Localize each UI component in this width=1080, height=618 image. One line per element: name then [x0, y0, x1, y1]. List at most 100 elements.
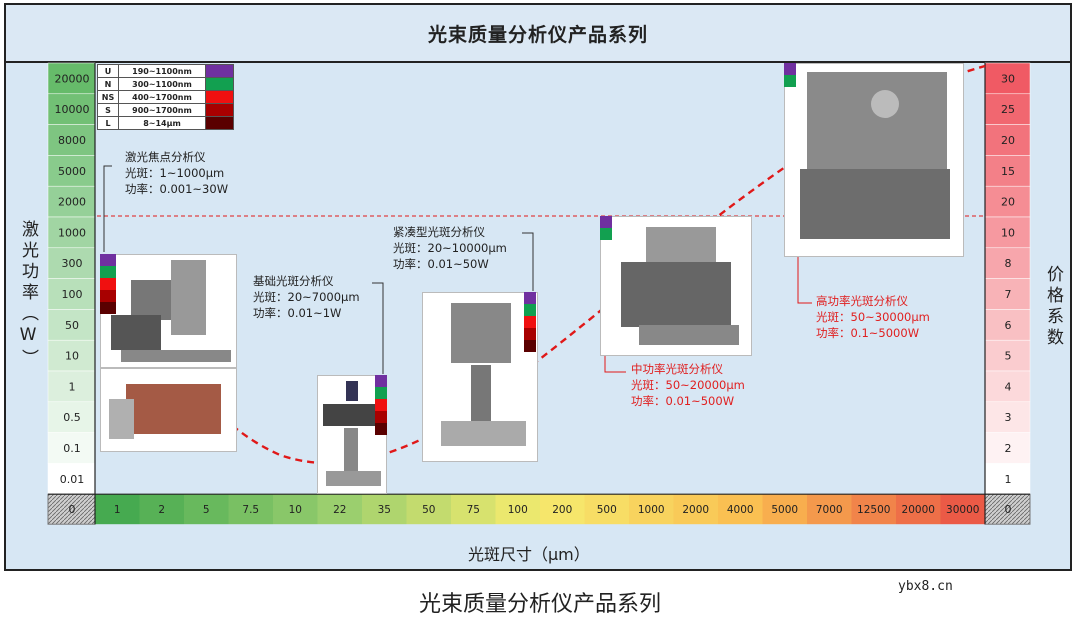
x-axis-tick: 50: [422, 504, 435, 516]
x-axis-cell: [629, 494, 674, 525]
x-axis-cell: [95, 494, 140, 525]
right-axis-tick: 10: [1001, 226, 1015, 239]
product-name: 基础光斑分析仪: [253, 274, 334, 288]
legend-code: L: [97, 116, 119, 130]
left-axis-tick: 2000: [58, 196, 86, 209]
product-spot: 光斑：20~10000μm: [393, 241, 507, 255]
left-axis-cell: [47, 370, 96, 403]
legend-swatch: [205, 116, 234, 130]
wavelength-strip-mid: [600, 216, 612, 240]
x-axis-cell: [139, 494, 184, 525]
left-axis-cell: [47, 155, 96, 187]
wavelength-strip-compact: [524, 292, 536, 352]
left-axis-tick: 1000: [58, 226, 86, 239]
x-axis-tick: 500: [597, 504, 617, 516]
right-axis-cell: [984, 401, 1031, 433]
right-axis-tick: 2: [1005, 442, 1012, 455]
x-axis-cell: [495, 494, 540, 525]
x-axis-tick: 12500: [857, 504, 890, 516]
left-axis-tick: 0.5: [63, 411, 81, 424]
left-axis-cell: [47, 309, 96, 341]
watermark: ybx8.cn: [898, 579, 953, 594]
x-axis-cell: [896, 494, 941, 525]
legend-range: 190~1100nm: [118, 64, 206, 78]
x-axis-tick: 35: [378, 504, 391, 516]
right-axis-cell: [984, 432, 1031, 464]
x-axis-tick: 2: [158, 504, 165, 516]
left-axis-tick: 50: [65, 319, 79, 332]
x-axis-tick: 75: [467, 504, 480, 516]
left-axis-cell: [47, 339, 96, 372]
left-axis-tick: 8000: [58, 134, 86, 147]
left-axis-tick: 0.01: [60, 473, 85, 486]
legend-code: U: [97, 64, 119, 78]
x-axis-tick: 20000: [902, 504, 935, 516]
product-spot: 光斑：20~7000μm: [253, 290, 360, 304]
right-axis-cell: [984, 62, 1031, 95]
product-power: 功率：0.01~50W: [393, 257, 489, 271]
x-axis-tick: 7000: [816, 504, 843, 516]
right-axis-cell: [984, 463, 1031, 495]
x-axis-cell: [406, 494, 451, 525]
legend-swatch: [205, 90, 234, 104]
right-axis-tick: 6: [1005, 319, 1012, 332]
right-axis-cell: [984, 185, 1031, 218]
left-axis-cell: [47, 278, 96, 310]
product-name: 高功率光斑分析仪: [816, 294, 908, 308]
product-spot: 光斑：50~20000μm: [631, 378, 745, 392]
y-left-axis-label: 激光功率（W）: [18, 220, 38, 370]
right-axis-tick: 30: [1001, 72, 1015, 85]
product-annotation-focus: 激光焦点分析仪 光斑：1~1000μm 功率：0.001~30W: [125, 149, 228, 197]
x-axis-tick: 22: [333, 504, 346, 516]
x-axis-tick: 7.5: [242, 504, 259, 516]
left-axis-tick: 10: [65, 350, 79, 363]
left-axis-tick: 10000: [55, 103, 90, 116]
x-axis-cell: [362, 494, 407, 525]
product-annotation-high: 高功率光斑分析仪 光斑：50~30000μm 功率：0.1~5000W: [816, 293, 930, 341]
product-image-high-power-analyzer: [784, 63, 964, 257]
legend-range: 400~1700nm: [118, 90, 206, 104]
left-axis-cell: [47, 185, 96, 218]
corner-right-label: 0: [1005, 503, 1012, 516]
left-axis-tick: 1: [69, 380, 76, 393]
left-axis-cell: [47, 247, 96, 279]
x-axis-tick: 100: [508, 504, 528, 516]
legend-range: 900~1700nm: [118, 103, 206, 117]
x-axis-cell: [228, 494, 273, 525]
product-spot: 光斑：50~30000μm: [816, 310, 930, 324]
product-annotation-mid: 中功率光斑分析仪 光斑：50~20000μm 功率：0.01~500W: [631, 361, 745, 409]
wavelength-strip-basic: [375, 375, 387, 435]
left-axis-cell: [47, 463, 96, 495]
left-axis-tick: 300: [62, 257, 83, 270]
right-axis-tick: 25: [1001, 103, 1015, 116]
x-axis-cell: [540, 494, 585, 525]
product-name: 紧凑型光斑分析仪: [393, 225, 485, 239]
left-axis-cell: [47, 93, 96, 125]
product-power: 功率：0.1~5000W: [816, 326, 920, 340]
wavelength-strip-focus: [100, 254, 116, 314]
product-annotation-compact: 紧凑型光斑分析仪 光斑：20~10000μm 功率：0.01~50W: [393, 224, 507, 272]
x-axis-cell: [807, 494, 852, 525]
x-axis-tick: 10: [289, 504, 302, 516]
product-annotation-basic: 基础光斑分析仪 光斑：20~7000μm 功率：0.01~1W: [253, 273, 360, 321]
right-axis-tick: 5: [1005, 350, 1012, 363]
x-axis-tick: 1000: [638, 504, 665, 516]
x-axis-cell: [584, 494, 629, 525]
legend-swatch: [205, 103, 234, 117]
right-axis-tick: 1: [1005, 473, 1012, 486]
chart-title: 光束质量分析仪产品系列: [6, 5, 1070, 63]
x-axis-cell: [940, 494, 985, 525]
left-axis-tick: 100: [62, 288, 83, 301]
product-image-focus-analyzer-1: [100, 254, 237, 368]
product-image-compact-analyzer: [422, 292, 538, 462]
left-axis-cell: [47, 124, 96, 156]
right-axis-tick: 15: [1001, 165, 1015, 178]
x-axis-tick: 4000: [727, 504, 754, 516]
right-axis-cell: [984, 278, 1031, 310]
